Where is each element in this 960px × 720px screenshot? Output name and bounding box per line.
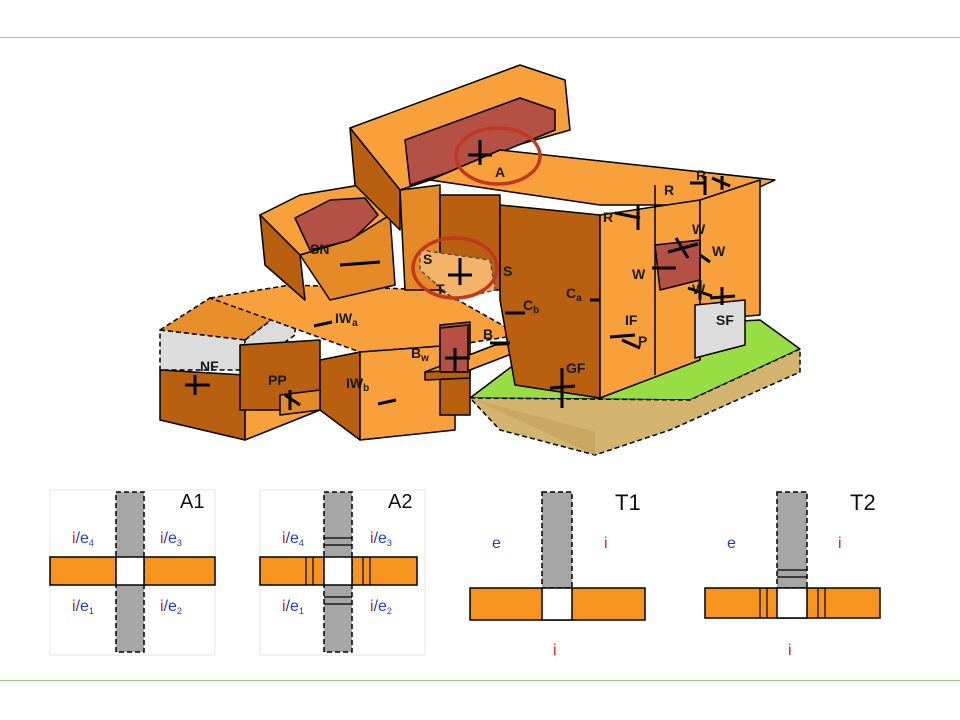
label-IWb: IWb — [346, 375, 369, 394]
svg-text:i: i — [788, 642, 792, 659]
label-B: B — [483, 326, 493, 342]
label-W-top: W — [692, 221, 706, 237]
thermal-bridge-marks — [185, 140, 736, 410]
highlight-circle-A — [454, 126, 542, 186]
svg-text:i/e2: i/e2 — [370, 598, 392, 616]
detail-T2: T2 e i i — [704, 490, 881, 659]
label-NF: NF — [200, 358, 219, 374]
detail-T1: T1 e i i — [469, 490, 646, 659]
svg-text:e: e — [727, 535, 736, 552]
label-Cb: Cb — [523, 297, 539, 316]
label-R-left: R — [603, 209, 613, 225]
svg-text:T1: T1 — [615, 490, 641, 515]
label-W-bottom: W — [692, 281, 706, 297]
label-R-right: R — [696, 167, 706, 183]
svg-text:i/e4: i/e4 — [282, 530, 304, 548]
svg-text:i/e3: i/e3 — [160, 530, 182, 548]
svg-text:A1: A1 — [180, 491, 204, 513]
detail-A2: A2 i/e4 i/e3 i/e1 i/e2 — [259, 489, 426, 656]
svg-text:T2: T2 — [850, 490, 876, 515]
svg-text:i: i — [838, 535, 842, 552]
label-S: S — [503, 263, 512, 279]
svg-text:i/e1: i/e1 — [282, 598, 304, 616]
label-GF: GF — [566, 360, 586, 376]
bottom-rule — [0, 680, 960, 681]
label-W-left: W — [632, 266, 646, 282]
label-P: P — [638, 333, 647, 349]
svg-text:A2: A2 — [388, 491, 412, 513]
label-A: A — [495, 164, 505, 180]
label-Bw: Bw — [411, 345, 429, 364]
highlight-circle-T — [411, 236, 499, 300]
label-Ca: Ca — [566, 285, 582, 304]
svg-text:e: e — [492, 535, 501, 552]
label-R-mid: R — [664, 182, 674, 198]
label-PP: PP — [268, 372, 287, 388]
label-S-upper: S — [423, 251, 432, 267]
label-W-right: W — [712, 243, 726, 259]
svg-text:i: i — [553, 642, 557, 659]
label-T: T — [436, 281, 445, 297]
detail-A1: A1 i/e4 i/e3 i/e1 i/e2 — [49, 489, 216, 656]
sn-block — [259, 184, 396, 301]
highlight-circles — [411, 126, 542, 300]
top-rule — [0, 37, 960, 38]
svg-text:i/e2: i/e2 — [160, 598, 182, 616]
label-SF: SF — [716, 312, 734, 328]
label-SN: SN — [310, 241, 329, 257]
svg-text:i/e4: i/e4 — [72, 530, 94, 548]
svg-text:i/e1: i/e1 — [72, 598, 94, 616]
label-IF: IF — [625, 312, 638, 328]
svg-text:i: i — [604, 535, 608, 552]
svg-text:i/e3: i/e3 — [370, 530, 392, 548]
label-IWa: IWa — [335, 310, 358, 329]
